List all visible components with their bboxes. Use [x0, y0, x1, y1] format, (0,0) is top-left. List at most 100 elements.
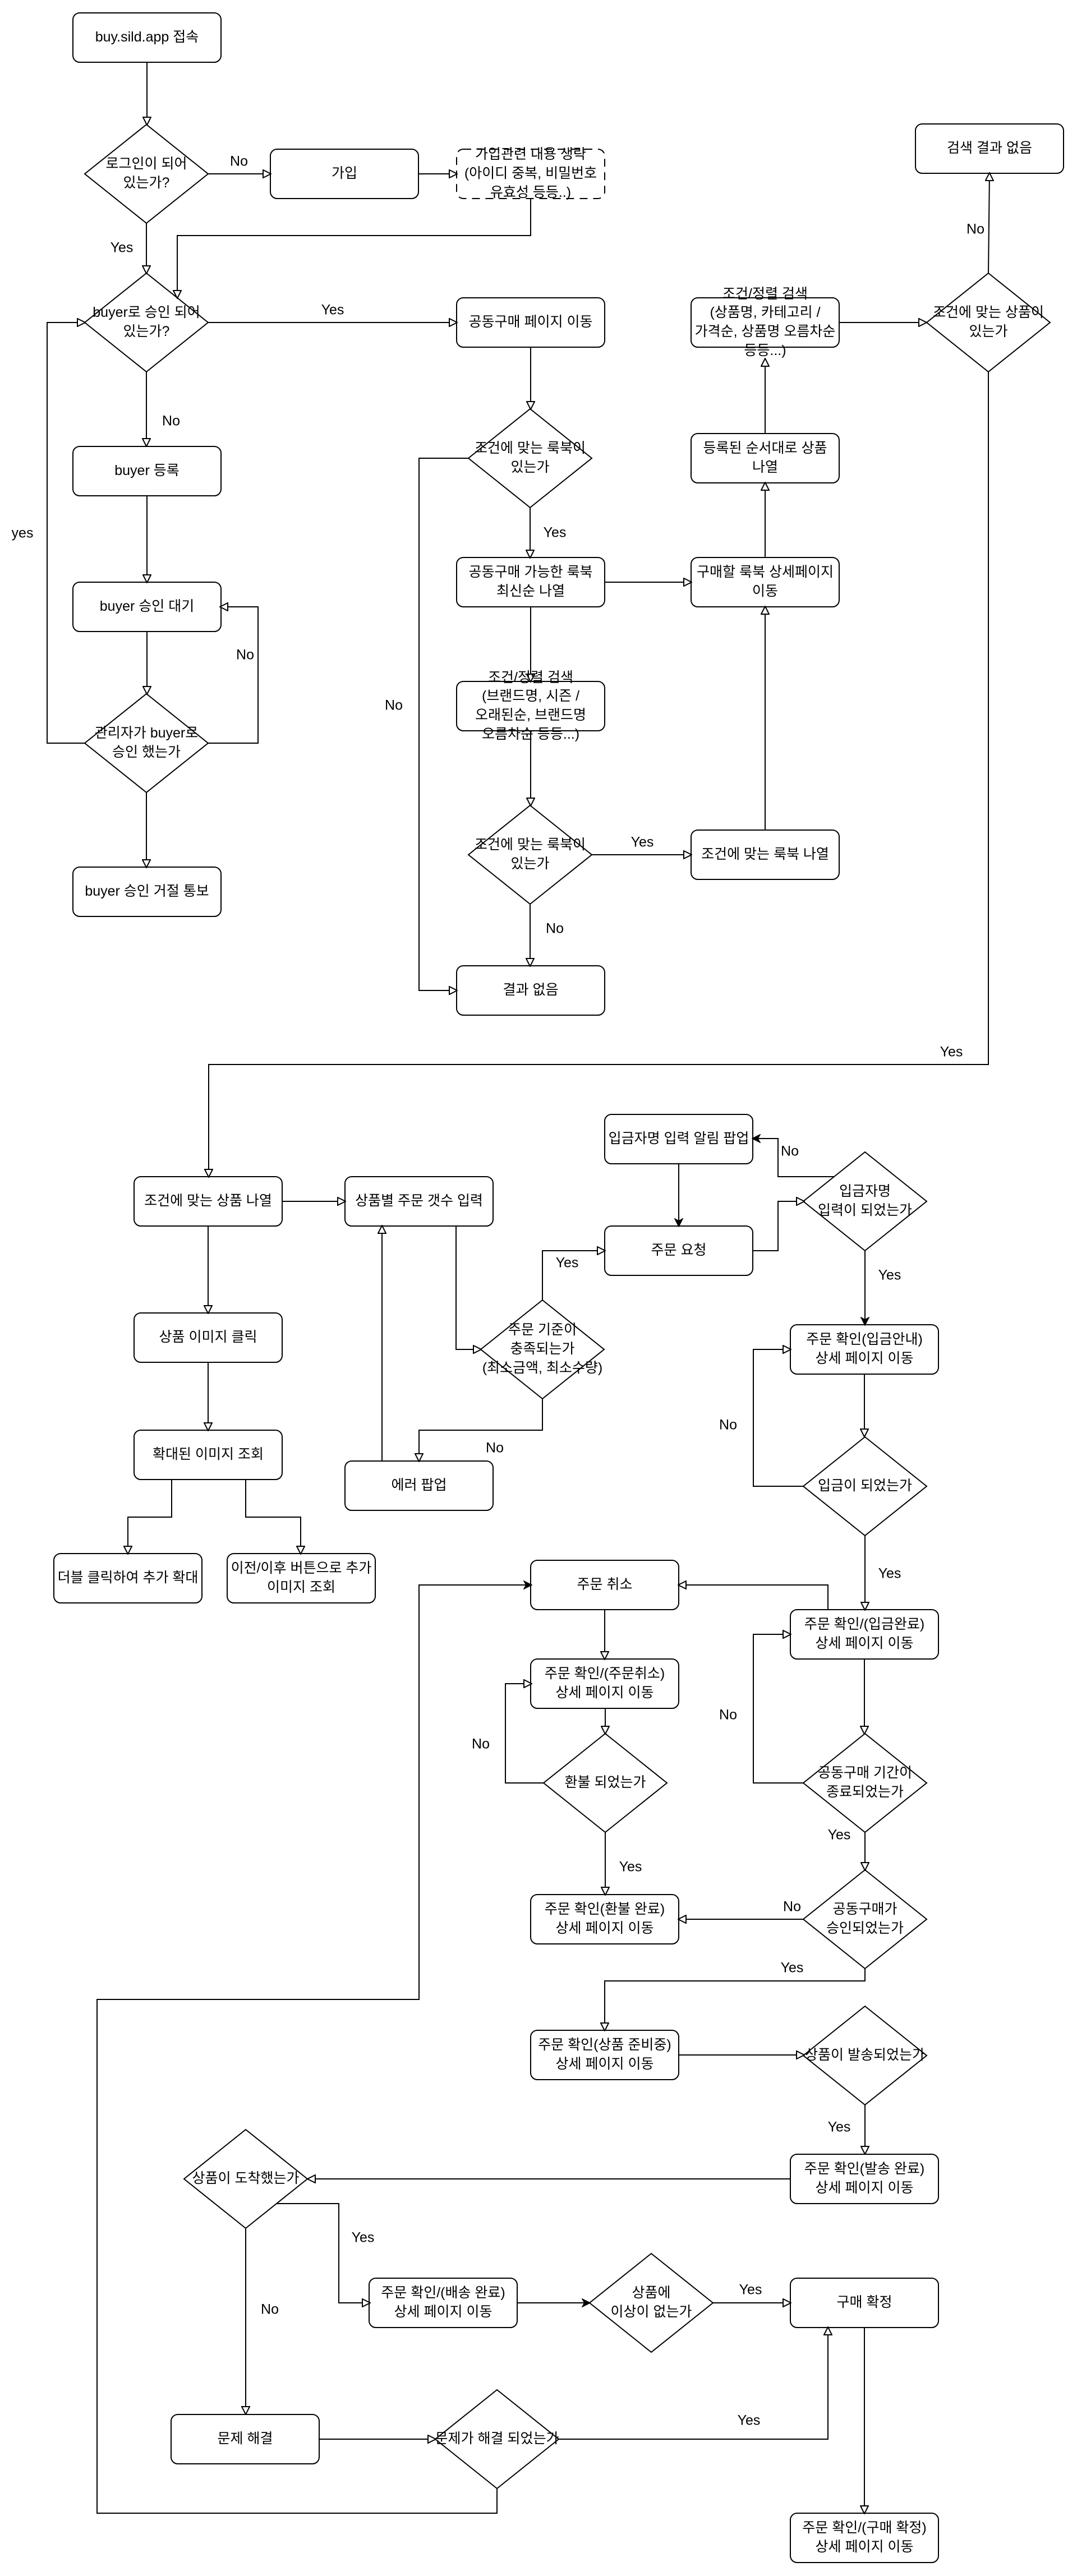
node-label-d-login: 로그인이 되어 있는가? — [105, 156, 191, 191]
edge-label-yes: Yes — [619, 1859, 642, 1875]
connector-arrow — [559, 2328, 828, 2440]
node-label-start: buy.sild.app 접속 — [95, 29, 199, 45]
node-label-lb-latest: 공동구매 가능한 룩북 최신순 나열 — [468, 564, 597, 599]
edge-label-no: No — [261, 2301, 279, 2318]
node-label-d-admin: 관리자가 buyer로 승인 했는가 — [94, 725, 202, 760]
edge-label-yes: yes — [11, 525, 34, 542]
decision-d-ok — [588, 2252, 714, 2353]
node-label-qty: 상품별 주문 갯수 입력 — [355, 1193, 483, 1209]
node-label-img-zoom: 확대된 이미지 조회 — [153, 1446, 264, 1463]
node-label-confirm: 구매 확정 — [836, 2294, 892, 2311]
node-label-d-buyer: buyer로 승인 되어 있는가? — [93, 305, 204, 339]
connector-arrow — [542, 1251, 605, 1301]
connector-arrow — [455, 1226, 481, 1349]
edge-label-yes: Yes — [630, 834, 654, 851]
node-label-deposit-guide: 주문 확인(입금안내) 상세 페이지 이동 — [806, 1331, 927, 1366]
node-label-p-none: 검색 결과 없음 — [947, 140, 1032, 156]
edge-label-no: No — [783, 1898, 801, 1915]
node-label-prev-next: 이전/이후 버튼으로 추가 이미지 조회 — [231, 1560, 376, 1595]
node-label-d-refund: 환불 되었는가 — [564, 1775, 646, 1791]
node-label-img-click: 상품 이미지 클릭 — [159, 1329, 257, 1345]
edge-label-yes: Yes — [737, 2412, 761, 2429]
node-label-refund-done: 주문 확인(환불 완료) 상세 페이지 이동 — [544, 1901, 669, 1936]
connector-arrow — [419, 1399, 543, 1461]
node-label-d-product: 조건에 맞는 상품이 있는가 — [933, 305, 1048, 339]
node-label-d-criteria: 주문 기준이 충족되는가(최소금액, 최소수량) — [482, 1322, 603, 1376]
connector-arrow — [128, 1480, 172, 1554]
node-label-join: 가입 — [331, 165, 357, 182]
edge-label-no: No — [385, 697, 403, 714]
node-label-error-popup: 에러 팝업 — [391, 1477, 447, 1494]
node-label-d-period: 공동구매 기간이 종료되었는가 — [818, 1765, 916, 1800]
edge-label-yes: Yes — [780, 1960, 804, 1976]
node-label-registered: 등록된 순서대로 상품 나열 — [703, 440, 831, 475]
edge-label-no: No — [230, 153, 248, 170]
node-label-d-lookbook1: 조건에 맞는 룩북이 있는가 — [475, 440, 590, 475]
node-label-d-depositor: 입금자명 입력이 되었는가 — [818, 1183, 912, 1218]
connector-arrow — [47, 322, 85, 744]
node-label-order-req: 주문 요청 — [651, 1242, 707, 1259]
edge-label-no: No — [966, 221, 984, 238]
node-label-p-search: 조건/정렬 검색 (상품명, 카테고리 / 가격순, 상품명 오름차순 등등..… — [694, 285, 836, 358]
node-label-join-note: 가입관련 내용 생략 (아이디 중복, 비밀번호 유효성 등등..) — [464, 146, 597, 200]
node-label-cancel-detail: 주문 확인/(주문취소) 상세 페이지 이동 — [544, 1666, 669, 1701]
connector-arrow — [177, 199, 531, 298]
node-label-d-lookbook2: 조건에 맞는 룩북이 있는가 — [475, 837, 590, 872]
edge-label-no: No — [486, 1440, 504, 1457]
connector-arrow — [208, 607, 259, 744]
connector-arrow — [209, 372, 989, 1177]
node-label-shipped: 주문 확인(발송 완료) 상세 페이지 이동 — [804, 2161, 929, 2196]
edge-label-no: No — [546, 920, 564, 937]
node-label-buyer-wait: buyer 승인 대기 — [99, 598, 195, 615]
node-label-confirm-detail: 주문 확인/(구매 확정) 상세 페이지 이동 — [802, 2520, 931, 2555]
node-label-p-list: 조건에 맞는 상품 나열 — [144, 1193, 272, 1209]
node-label-solve: 문제 해결 — [217, 2431, 273, 2447]
edge-label-no: No — [781, 1143, 799, 1160]
edge-label-yes: Yes — [739, 2282, 762, 2298]
node-label-preparing: 주문 확인(상품 준비중) 상세 페이지 이동 — [538, 2037, 675, 2072]
edge-label-yes: Yes — [555, 1255, 579, 1271]
edge-label-no: No — [719, 1707, 737, 1724]
edge-label-yes: Yes — [878, 1267, 901, 1284]
node-label-dbl-click: 더블 클릭하여 추가 확대 — [57, 1570, 199, 1586]
edge-label-yes: Yes — [878, 1565, 901, 1582]
connector-arrow — [988, 173, 989, 274]
connector-arrow — [753, 1349, 804, 1487]
node-label-buyer-reg: buyer 등록 — [114, 463, 180, 479]
edge-label-no: No — [472, 1736, 490, 1753]
connector-arrow — [753, 1139, 834, 1177]
edge-label-yes: Yes — [543, 524, 567, 541]
node-label-lb-detail: 구매할 룩북 상세페이지 이동 — [697, 564, 837, 599]
node-label-d-shipped: 상품이 발송되었는가 — [805, 2047, 925, 2063]
edge-label-no: No — [162, 413, 180, 430]
node-label-depositor-popup: 입금자명 입력 알림 팝업 — [608, 1131, 749, 1147]
edge-label-no: No — [719, 1417, 737, 1434]
node-label-groupbuy: 공동구매 페이지 이동 — [468, 314, 593, 330]
edge-label-no: No — [236, 647, 254, 663]
node-label-delivered: 주문 확인/(배송 완료) 상세 페이지 이동 — [381, 2285, 509, 2320]
edge-label-yes: Yes — [110, 239, 134, 256]
node-label-d-deposit: 입금이 되었는가 — [818, 1478, 912, 1494]
node-label-d-arrived: 상품이 도착했는가 — [192, 2171, 300, 2187]
node-label-no-result: 결과 없음 — [503, 982, 559, 998]
node-label-d-solved: 문제가 해결 되었는가 — [435, 2431, 559, 2447]
node-label-lb-match: 조건에 맞는 룩북 나열 — [701, 846, 829, 863]
node-label-deposit-done: 주문 확인/(입금완료) 상세 페이지 이동 — [804, 1616, 929, 1651]
node-label-cancel: 주문 취소 — [577, 1577, 633, 1593]
connector-arrow — [96, 1585, 531, 2514]
edge-label-yes: Yes — [940, 1044, 963, 1061]
connector-arrow — [679, 1585, 829, 1610]
node-label-d-ok: 상품에 이상이 없는가 — [610, 2285, 692, 2320]
connector-arrow — [753, 1634, 804, 1784]
edge-label-yes: Yes — [351, 2229, 375, 2246]
connector-arrow — [277, 2203, 370, 2303]
edge-label-yes: Yes — [827, 1827, 851, 1844]
connector-arrow — [418, 458, 468, 990]
edge-label-yes: Yes — [321, 302, 344, 319]
node-label-buyer-reject: buyer 승인 거절 통보 — [85, 883, 209, 900]
connector-arrow — [505, 1684, 544, 1784]
connector-arrow — [753, 1201, 804, 1251]
node-label-lb-search: 조건/정렬 검색 (브랜드명, 시즌 / 오래된순, 브랜드명 오름차순 등등.… — [475, 669, 586, 742]
